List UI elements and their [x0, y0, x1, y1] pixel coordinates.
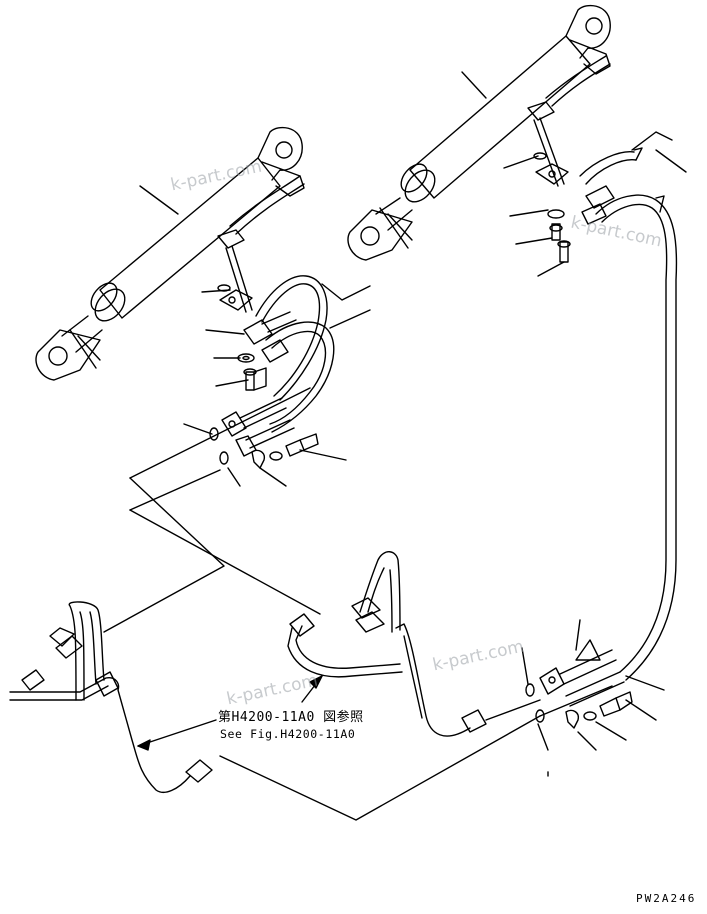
- diagram-code: PW2A246: [636, 892, 697, 905]
- center-pipe-assembly: [287, 551, 541, 737]
- right-hydraulic-cylinder: [347, 4, 611, 261]
- reference-label-japanese: 第H4200-11A0 図参照: [218, 710, 364, 725]
- left-leader-lines: [139, 185, 371, 487]
- right-long-hoses: [547, 147, 678, 681]
- left-lower-hose-ends: [209, 397, 319, 469]
- left-pipe-assembly: [9, 601, 213, 794]
- reference-label-english: See Fig.H4200-11A0: [220, 727, 356, 741]
- right-leader-lines: [461, 71, 687, 277]
- lower-right-leader-lines: [521, 647, 665, 777]
- reference-outline-lines: [103, 387, 613, 821]
- left-upper-hose-pair: [243, 275, 335, 433]
- left-hydraulic-cylinder: [35, 126, 305, 381]
- lower-right-fittings: [525, 619, 633, 729]
- reference-arrows: [137, 675, 323, 751]
- left-fitting-stack: [237, 353, 267, 391]
